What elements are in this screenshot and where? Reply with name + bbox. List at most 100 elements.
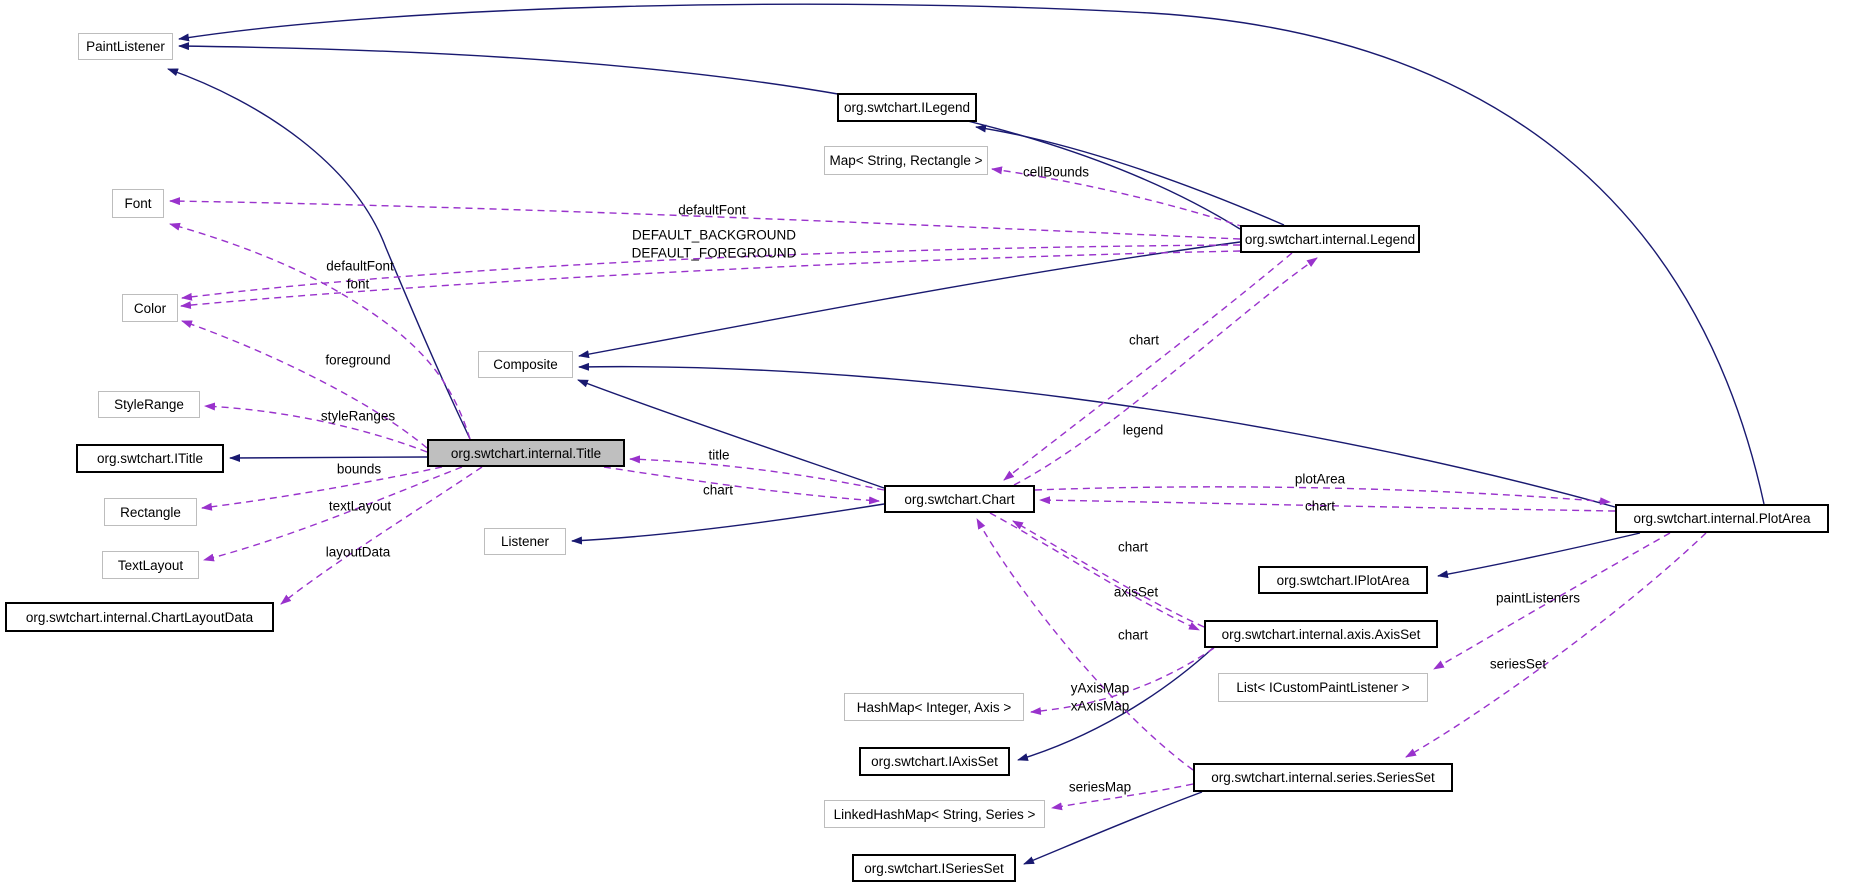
edge-label-plotarea: plotArea [1294,471,1346,487]
edge-label-defaultfont-legend: defaultFont [678,202,746,218]
node-composite: Composite [478,351,573,378]
edge-usage-legend-color-background [181,244,1241,301]
edge-usage-axisset-chart [1012,520,1205,628]
node-label: org.swtchart.internal.Title [450,445,602,461]
node-label: org.swtchart.ITitle [96,451,204,466]
node-legend[interactable]: org.swtchart.internal.Legend [1240,225,1420,253]
node-label: org.swtchart.IPlotArea [1276,572,1410,588]
node-paintlistener: PaintListener [78,33,173,60]
edge-label-layoutdata: layoutData [325,544,391,560]
edge-label-styleranges: styleRanges [320,408,396,424]
edge-label-default-background: DEFAULT_BACKGROUND [631,227,797,243]
node-stylerange: StyleRange [98,391,200,418]
node-seriesset[interactable]: org.swtchart.internal.series.SeriesSet [1193,763,1453,792]
edge-inherit-legend-paintlistener [178,42,1241,230]
node-label: org.swtchart.internal.Legend [1244,231,1416,247]
node-list-icustompaintlistener: List< ICustomPaintListener > [1218,673,1428,702]
node-label: org.swtchart.Chart [904,491,1015,507]
edge-label-bounds: bounds [336,461,382,477]
edge-label-seriesmap: seriesMap [1068,779,1132,795]
edge-label-defaultfont-title: defaultFont [326,258,394,274]
node-label: HashMap< Integer, Axis > [856,699,1012,715]
edge-inherit-axisset-iaxisset [1017,647,1214,761]
edge-usage-title-chart [603,466,880,505]
node-label: org.swtchart.internal.axis.AxisSet [1221,626,1421,642]
edge-label-legend: legend [1122,422,1164,438]
edge-label-chart-from-legend: chart [1128,332,1160,348]
node-linkedhashmap-string-series: LinkedHashMap< String, Series > [824,800,1045,828]
edge-label-cellbounds: cellBounds [1022,164,1090,180]
edge-usage-legend-font-defaultfont [169,197,1241,240]
edge-usage-axisset-hashmap [1030,647,1215,716]
edge-usage-title-stylerange [204,402,428,453]
node-label: StyleRange [114,397,184,412]
node-ititle[interactable]: org.swtchart.ITitle [76,444,224,473]
edge-inherit-plotarea-iplotarea [1437,532,1641,579]
edge-inherit-chart-composite [577,379,885,489]
node-hashmap-integer-axis: HashMap< Integer, Axis > [844,693,1024,721]
node-label: List< ICustomPaintListener > [1236,680,1410,695]
edge-usage-plotarea-seriesset [1405,532,1707,758]
edge-label-textlayout: textLayout [328,498,392,514]
edge-usage-title-color-foreground [181,320,428,449]
node-label: Composite [493,357,558,372]
node-chart[interactable]: org.swtchart.Chart [884,485,1035,513]
node-label: LinkedHashMap< String, Series > [833,806,1036,822]
node-label: org.swtchart.internal.ChartLayoutData [25,609,254,625]
node-label: org.swtchart.internal.PlotArea [1633,511,1811,526]
node-label: Map< String, Rectangle > [829,153,983,168]
node-font: Font [112,189,164,218]
edge-usage-legend-color-foreground [180,250,1241,310]
edge-inherit-plotarea-paintlistener [178,3,1765,505]
node-label: Color [133,300,167,316]
node-title-main: org.swtchart.internal.Title [427,439,625,467]
edge-label-chart-from-axisset: chart [1117,539,1149,555]
node-rectangle: Rectangle [104,498,197,526]
node-axisset[interactable]: org.swtchart.internal.axis.AxisSet [1204,620,1438,648]
edge-usage-title-textlayout [203,466,463,562]
edge-label-paintlisteners: paintListeners [1495,590,1581,606]
edge-usage-seriesset-chart [976,518,1194,771]
node-label: org.swtchart.internal.series.SeriesSet [1211,770,1435,785]
node-iplotarea[interactable]: org.swtchart.IPlotArea [1258,566,1428,594]
edge-inherit-chart-listener [571,503,885,545]
edge-usage-plotarea-paintlisteners [1433,532,1671,670]
edge-inherit-seriesset-iseriesset [1023,791,1203,865]
node-label: PaintListener [86,39,165,54]
edge-label-font: font [346,276,370,292]
edge-inherit-legend-ilegend [975,124,1285,226]
edge-usage-legend-chart [1003,252,1293,481]
edge-label-chart-from-plotarea: chart [1304,498,1336,514]
node-label: org.swtchart.IAxisSet [871,754,998,769]
edge-usage-seriesset-linkedhashmap [1051,783,1194,811]
edge-inherit-legend-composite [578,241,1241,359]
node-label: Listener [500,534,550,549]
edge-usage-title-font [169,222,471,440]
edge-label-title: title [708,447,730,463]
node-listener: Listener [484,528,566,555]
edge-label-xaxismap: xAxisMap [1070,698,1130,714]
node-textlayout: TextLayout [102,551,199,579]
node-chartlayoutdata[interactable]: org.swtchart.internal.ChartLayoutData [5,602,274,632]
node-label: Rectangle [120,504,181,520]
edge-usage-title-rectangle-bounds [201,466,443,511]
node-label: TextLayout [117,557,184,573]
node-iaxisset[interactable]: org.swtchart.IAxisSet [859,747,1010,776]
edge-label-seriesset: seriesSet [1489,656,1547,672]
node-label: org.swtchart.ISeriesSet [864,860,1004,876]
node-ilegend[interactable]: org.swtchart.ILegend [837,93,977,122]
node-iseriesset[interactable]: org.swtchart.ISeriesSet [852,854,1016,882]
node-map-string-rectangle: Map< String, Rectangle > [824,146,988,175]
node-plotarea[interactable]: org.swtchart.internal.PlotArea [1615,504,1829,533]
edge-usage-chart-legend [1013,257,1318,486]
edge-label-foreground: foreground [325,352,391,368]
edge-inherit-title-paintlistener [167,68,471,440]
edge-label-axisset: axisSet [1113,584,1159,600]
node-label: Font [124,196,152,211]
edge-usage-chart-axisset [989,512,1200,631]
edge-inherit-title-ititle [229,453,428,462]
edge-label-yaxismap: yAxisMap [1070,680,1130,696]
edge-usage-title-chartlayoutdata [280,466,483,605]
